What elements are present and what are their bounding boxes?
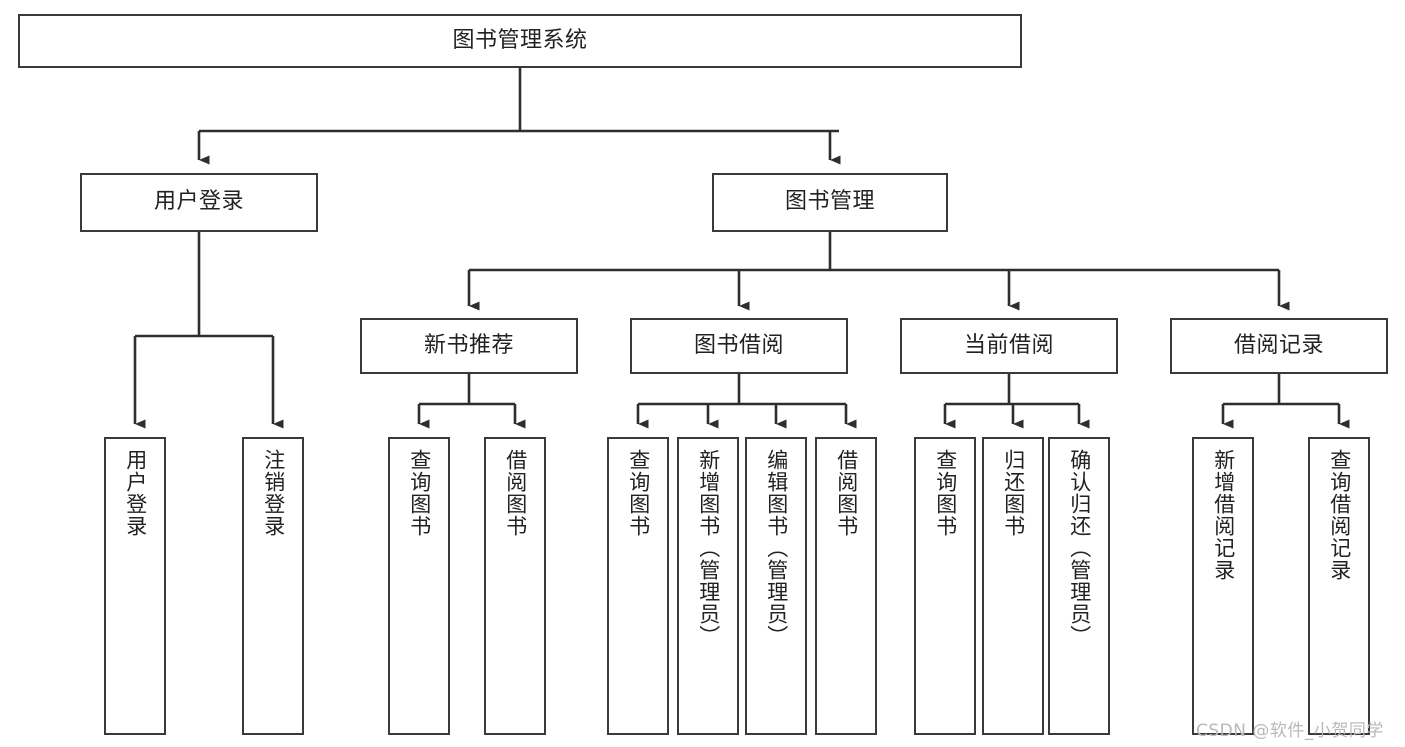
node-current-borrow[interactable]: 当前借阅 xyxy=(900,318,1118,374)
node-user-login-label: 用户登录 xyxy=(153,189,244,215)
leaf-borrow-book-1-label: 借阅图书 xyxy=(503,449,528,537)
leaf-confirm-return[interactable]: 确认归还（管理员） xyxy=(1048,437,1110,735)
leaf-borrow-book-2[interactable]: 借阅图书 xyxy=(815,437,877,735)
node-root-label: 图书管理系统 xyxy=(452,27,588,53)
node-book-borrow-label: 图书借阅 xyxy=(693,332,784,358)
leaf-logout[interactable]: 注销登录 xyxy=(242,437,304,735)
node-borrow-record[interactable]: 借阅记录 xyxy=(1170,318,1388,374)
node-book-manage-label: 图书管理 xyxy=(784,189,875,215)
leaf-add-book[interactable]: 新增图书（管理员） xyxy=(677,437,739,735)
leaf-query-book-2-label: 查询图书 xyxy=(626,449,651,537)
node-root[interactable]: 图书管理系统 xyxy=(18,14,1022,68)
leaf-borrow-book-2-label: 借阅图书 xyxy=(834,449,859,537)
leaf-user-login[interactable]: 用户登录 xyxy=(104,437,166,735)
leaf-query-book-3-label: 查询图书 xyxy=(933,449,958,537)
node-new-book-rec[interactable]: 新书推荐 xyxy=(360,318,578,374)
leaf-query-book-1[interactable]: 查询图书 xyxy=(388,437,450,735)
node-current-borrow-label: 当前借阅 xyxy=(963,332,1054,358)
leaf-query-book-1-label: 查询图书 xyxy=(407,449,432,537)
node-user-login[interactable]: 用户登录 xyxy=(80,173,318,232)
leaf-query-book-2[interactable]: 查询图书 xyxy=(607,437,669,735)
leaf-user-login-label: 用户登录 xyxy=(123,449,148,537)
leaf-borrow-book-1[interactable]: 借阅图书 xyxy=(484,437,546,735)
leaf-edit-book-label: 编辑图书（管理员） xyxy=(764,449,789,647)
leaf-query-record[interactable]: 查询借阅记录 xyxy=(1308,437,1370,735)
node-book-borrow[interactable]: 图书借阅 xyxy=(630,318,848,374)
leaf-return-book-label: 归还图书 xyxy=(1001,449,1026,537)
leaf-query-book-3[interactable]: 查询图书 xyxy=(914,437,976,735)
node-new-book-rec-label: 新书推荐 xyxy=(423,332,514,358)
leaf-add-record-label: 新增借阅记录 xyxy=(1211,449,1236,581)
node-borrow-record-label: 借阅记录 xyxy=(1233,332,1324,358)
leaf-add-record[interactable]: 新增借阅记录 xyxy=(1192,437,1254,735)
leaf-confirm-return-label: 确认归还（管理员） xyxy=(1067,449,1092,647)
leaf-add-book-label: 新增图书（管理员） xyxy=(696,449,721,647)
watermark-text: CSDN @软件_小贺同学 xyxy=(1196,721,1384,741)
leaf-query-record-label: 查询借阅记录 xyxy=(1327,449,1352,581)
leaf-return-book[interactable]: 归还图书 xyxy=(982,437,1044,735)
node-book-manage[interactable]: 图书管理 xyxy=(712,173,948,232)
leaf-edit-book[interactable]: 编辑图书（管理员） xyxy=(745,437,807,735)
leaf-logout-label: 注销登录 xyxy=(261,449,286,537)
